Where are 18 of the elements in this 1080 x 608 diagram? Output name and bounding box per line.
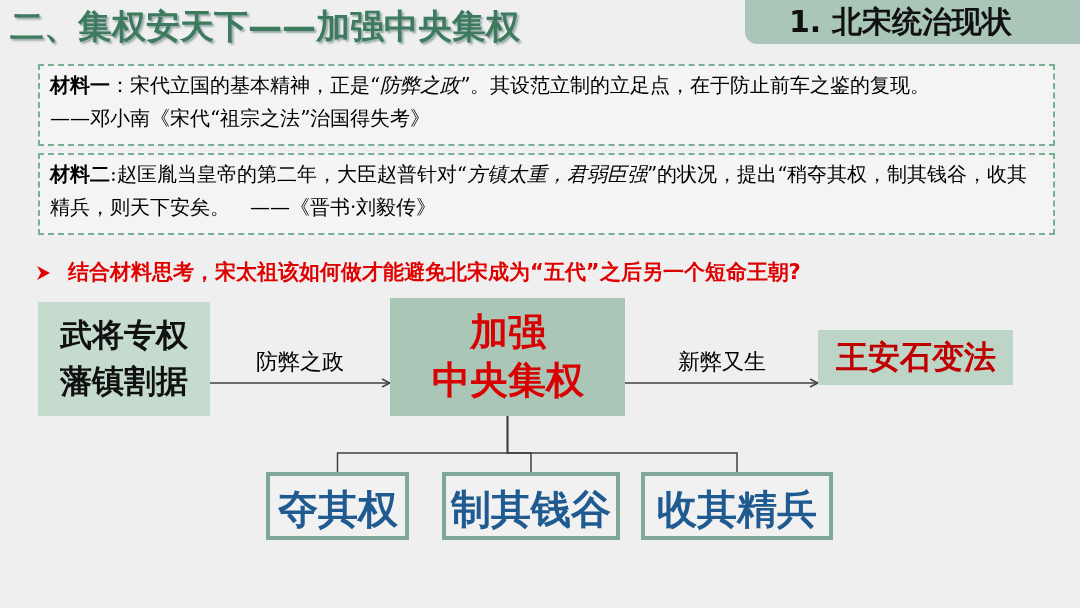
material-box: 材料一：宋代立国的基本精神，正是“防弊之政”。其设范立制的立足点，在于防止前车之鉴的复现。 ——邓小南《宋代“祖宗之法”治国得失考》 — [38, 64, 1055, 146]
arrow — [624, 378, 819, 388]
box-text: 武将专权 — [59, 315, 189, 356]
material-box: 材料二:赵匡胤当皇帝的第二年，大臣赵普针对“方镇太重，君弱臣强”的状况，提出“稍夺其权，制其钱谷，收其精兵，则天下安矣。 ——《晋书·刘毅传》 — [38, 153, 1055, 235]
box-text: 藩镇割据 — [59, 361, 189, 402]
measure-box: 制其钱谷 — [442, 472, 620, 540]
arrow — [209, 378, 391, 388]
measure-box: 夺其权 — [266, 472, 409, 540]
slide-title: 二、集权安天下——加强中央集权 — [10, 5, 520, 48]
core-box — [390, 298, 625, 416]
connector-line — [506, 415, 738, 473]
question-text: 结合材料思考，宋太祖该如何做才能避免北宋成为“五代”之后另一个短命王朝? — [68, 259, 801, 286]
measure-box: 收其精兵 — [641, 472, 833, 540]
cause-box — [38, 302, 210, 416]
result-box: 王安石变法 — [818, 330, 1013, 385]
section-badge: 1. 北宋统治现状 — [745, 0, 1080, 44]
box-text: 加强 — [468, 308, 547, 356]
box-text: 中央集权 — [430, 356, 585, 404]
